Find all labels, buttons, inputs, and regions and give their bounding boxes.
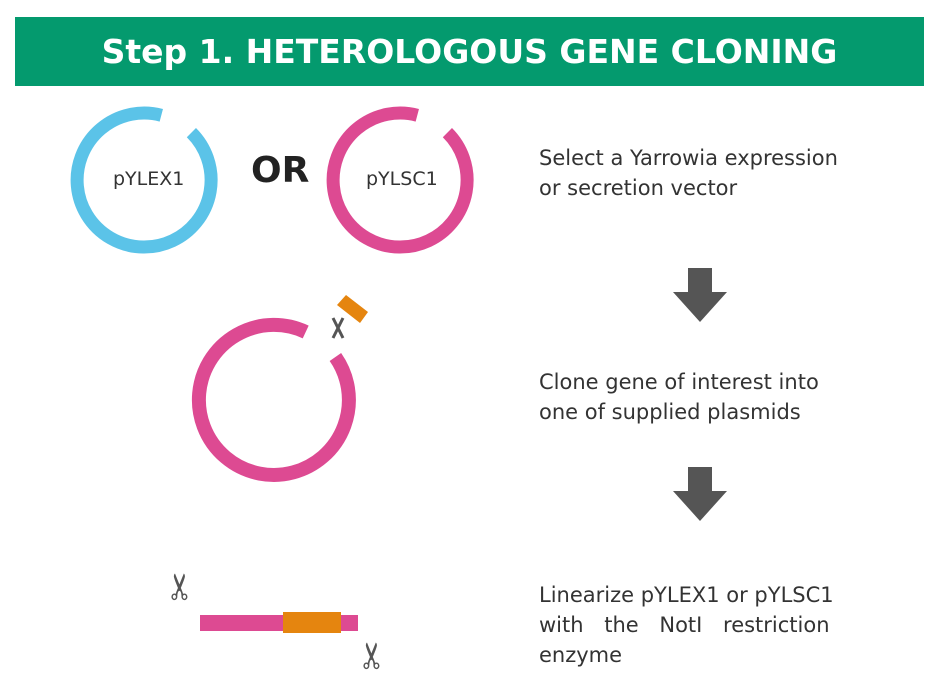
step-text: enzyme (539, 643, 623, 667)
pylsc1-plasmid-ring (326, 106, 474, 254)
linear-gene-insert (283, 612, 341, 633)
cloning-plasmid-ring (191, 317, 356, 482)
step-linearize: Linearize pYLEX1 or pYLSC1 with the NotI… (539, 580, 869, 670)
step-title: Step 1. HETEROLOGOUS GENE CLONING (101, 32, 838, 71)
pylex1-plasmid-ring (70, 106, 218, 254)
cut-mark-icon (331, 317, 345, 339)
scissors-icon: ✂ (160, 571, 202, 602)
down-arrow-icon (673, 467, 727, 521)
pylsc1-label: pYLSC1 (366, 168, 438, 190)
step-title-banner: Step 1. HETEROLOGOUS GENE CLONING (15, 17, 924, 86)
step-clone-gene: Clone gene of interest into one of suppl… (539, 367, 869, 427)
step-text: one of supplied plasmids (539, 400, 801, 424)
step-text: Clone gene of interest into (539, 370, 819, 394)
gene-insert-fragment (337, 295, 368, 323)
step-text: or secretion vector (539, 176, 738, 200)
down-arrow-icon (673, 268, 727, 322)
or-label: OR (251, 150, 310, 191)
step-text: Linearize pYLEX1 or pYLSC1 (539, 583, 834, 607)
step-text: with the NotI restriction (539, 613, 830, 637)
pylex1-label: pYLEX1 (113, 168, 185, 190)
step-text: Select a Yarrowia expression (539, 146, 838, 170)
step-select-vector: Select a Yarrowia expression or secretio… (539, 143, 869, 203)
scissors-icon: ✂ (352, 640, 394, 671)
